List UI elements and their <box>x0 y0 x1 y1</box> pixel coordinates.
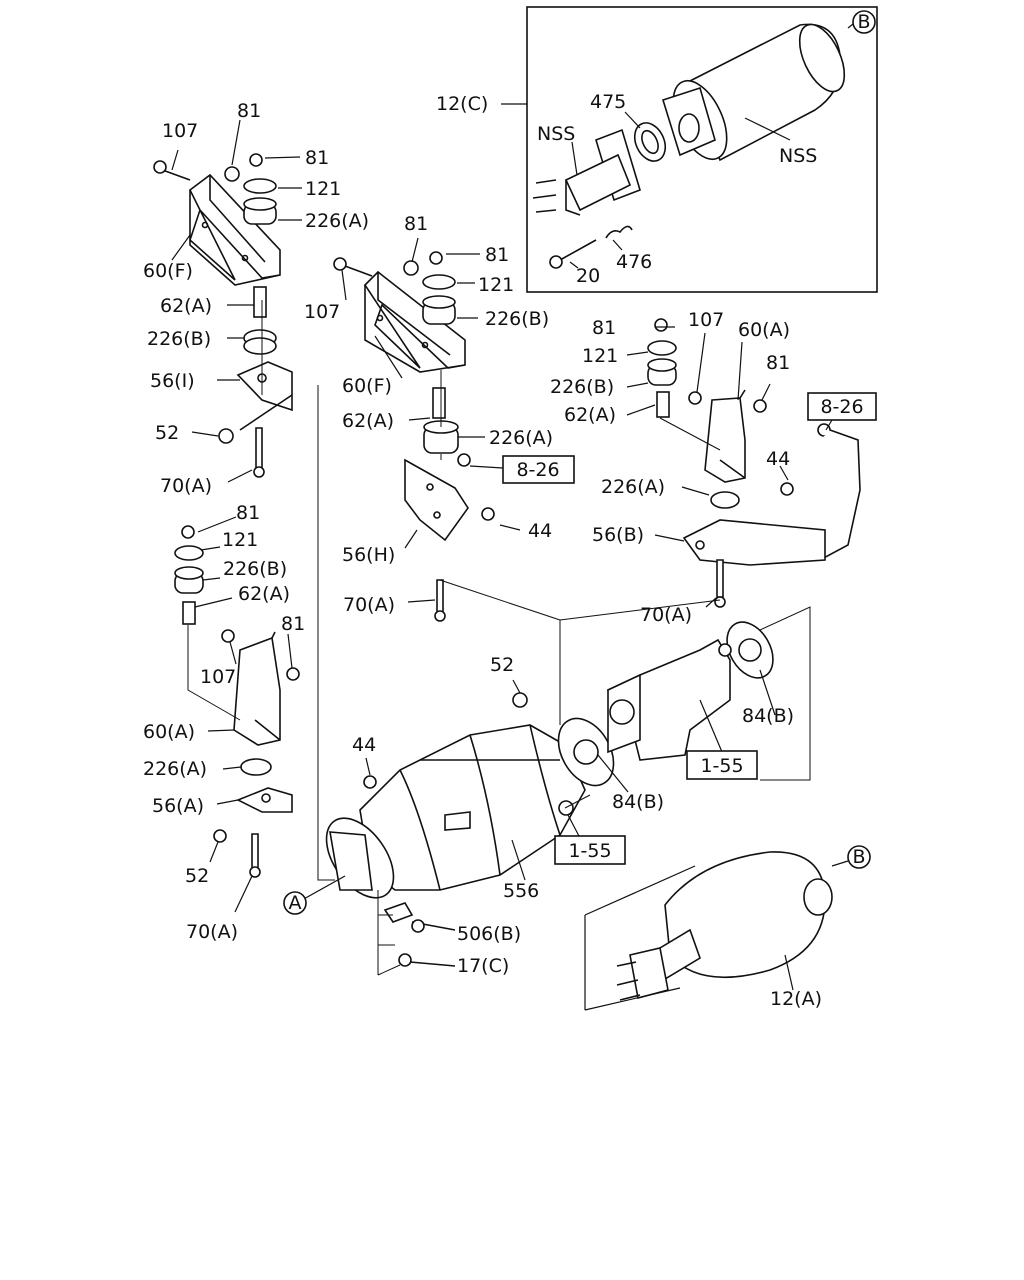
ref-box-1-55-b: 1-55 <box>554 835 626 865</box>
label-60f-b: 60(F) <box>342 375 392 397</box>
ref-1-55-b: 1-55 <box>568 840 611 862</box>
label-62a-b: 62(A) <box>342 410 394 432</box>
label-81-b: 81 <box>305 147 329 169</box>
label-107-c: 107 <box>688 309 724 331</box>
ref-box-1-55-a: 1-55 <box>686 750 758 780</box>
label-52-b: 52 <box>185 865 209 887</box>
label-226a-b: 226(A) <box>489 427 553 449</box>
label-121-a: 121 <box>305 178 341 200</box>
label-52-c: 52 <box>490 654 514 676</box>
label-44-b: 44 <box>766 448 790 470</box>
label-81-e: 81 <box>592 317 616 339</box>
label-107-a: 107 <box>162 120 198 142</box>
label-226a-d: 226(A) <box>143 758 207 780</box>
label-84b-b: 84(B) <box>612 791 664 813</box>
muffler-12a-illustration <box>584 845 871 1011</box>
label-107-d: 107 <box>200 666 236 688</box>
ref-box-8-26-b: 8-26 <box>807 392 877 431</box>
label-70a-d: 70(A) <box>186 921 238 943</box>
label-226b-b: 226(B) <box>485 308 549 330</box>
label-506b: 506(B) <box>457 923 521 945</box>
label-70a-b: 70(A) <box>343 594 395 616</box>
label-81-f: 81 <box>766 352 790 374</box>
label-226a-a: 226(A) <box>305 210 369 232</box>
exhaust-pipe-illustration <box>606 621 774 761</box>
label-70a-c: 70(A) <box>640 604 692 626</box>
label-121-d: 121 <box>222 529 258 551</box>
label-44-c: 44 <box>352 734 376 756</box>
label-121-c: 121 <box>582 345 618 367</box>
label-84b-a: 84(B) <box>742 705 794 727</box>
muffler-12c-illustration <box>532 23 846 269</box>
label-56h: 56(H) <box>342 544 395 566</box>
label-475: 475 <box>590 91 626 113</box>
label-107-b: 107 <box>304 301 340 323</box>
bracket-60a-right-illustration <box>647 318 861 608</box>
label-62a-c: 62(A) <box>564 404 616 426</box>
ref-8-26-a: 8-26 <box>516 459 559 481</box>
label-12c: 12(C) <box>436 93 488 115</box>
label-81-h: 81 <box>281 613 305 635</box>
label-62a-d: 62(A) <box>238 583 290 605</box>
label-56a: 56(A) <box>152 795 204 817</box>
circle-ref-b-upper: B <box>857 11 870 33</box>
label-70a-a: 70(A) <box>160 475 212 497</box>
inset-box-12c <box>501 6 878 293</box>
label-62a-a: 62(A) <box>160 295 212 317</box>
circle-ref-b-lower: B <box>852 846 865 868</box>
label-226b-a: 226(B) <box>147 328 211 350</box>
label-476: 476 <box>616 251 652 273</box>
ref-box-8-26-a: 8-26 <box>469 455 575 484</box>
bracket-60f-center-illustration <box>333 251 495 622</box>
circle-ref-a: A <box>289 892 302 914</box>
label-nss-2: NSS <box>779 145 817 167</box>
label-44-a: 44 <box>528 520 552 542</box>
label-12a: 12(A) <box>770 988 822 1010</box>
label-226b-d: 226(B) <box>223 558 287 580</box>
ref-8-26-b: 8-26 <box>820 396 863 418</box>
label-52-a: 52 <box>155 422 179 444</box>
label-226a-c: 226(A) <box>601 476 665 498</box>
label-56i: 56(I) <box>150 370 195 392</box>
label-56b: 56(B) <box>592 524 644 546</box>
label-60f-a: 60(F) <box>143 260 193 282</box>
assembly-lines <box>187 300 811 976</box>
bracket-60f-left-illustration <box>153 153 293 478</box>
label-20: 20 <box>576 265 600 287</box>
leader-lines <box>171 119 794 991</box>
label-81-c: 81 <box>404 213 428 235</box>
part-labels: 12(C) NSS NSS 475 476 20 107 81 81 121 2… <box>143 91 822 1010</box>
label-226b-c: 226(B) <box>550 376 614 398</box>
catalytic-converter-556-illustration <box>325 692 615 967</box>
label-60a-b: 60(A) <box>143 721 195 743</box>
ref-1-55-a: 1-55 <box>700 755 743 777</box>
label-81-d: 81 <box>485 244 509 266</box>
label-556: 556 <box>503 880 539 902</box>
label-60a-a: 60(A) <box>738 319 790 341</box>
label-121-b: 121 <box>478 274 514 296</box>
label-nss-1: NSS <box>537 123 575 145</box>
label-17c: 17(C) <box>457 955 509 977</box>
label-81-a: 81 <box>237 100 261 122</box>
label-81-g: 81 <box>236 502 260 524</box>
